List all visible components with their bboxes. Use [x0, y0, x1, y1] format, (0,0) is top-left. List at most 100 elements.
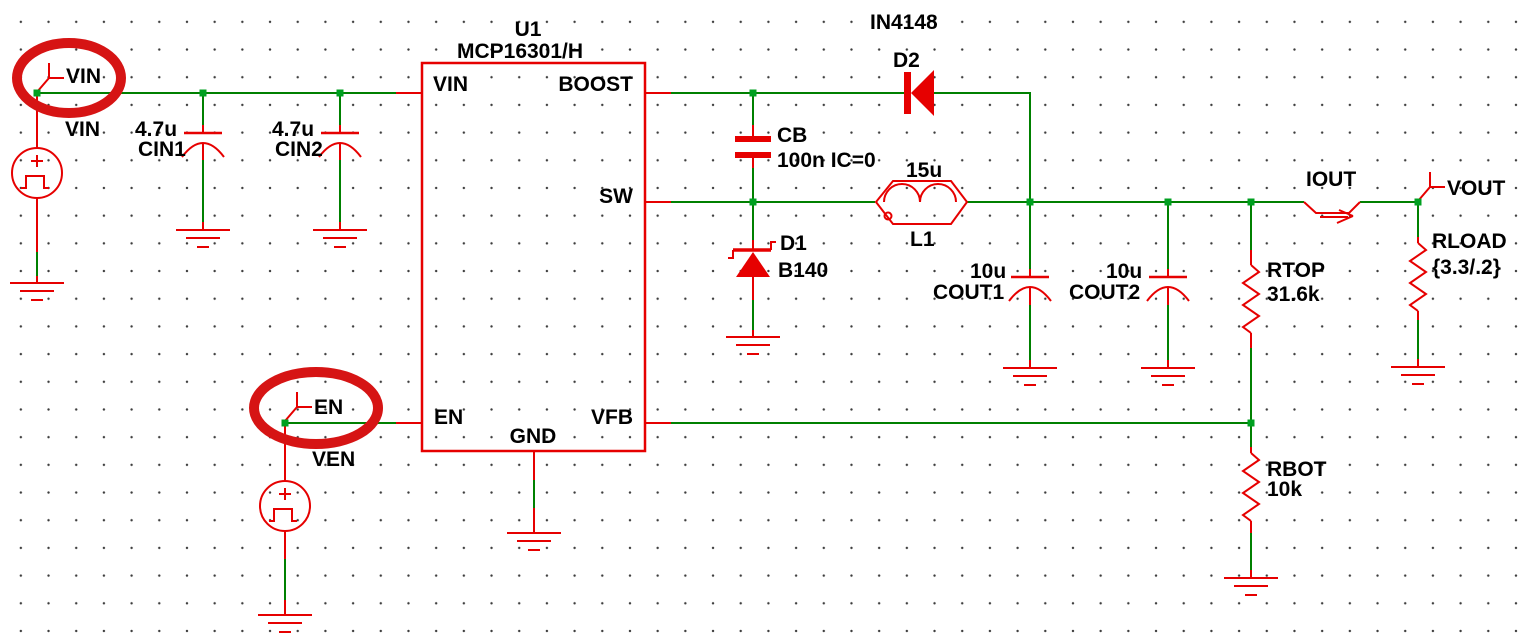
junction	[199, 89, 207, 97]
l1-name[interactable]: L1	[910, 228, 935, 251]
iout-probe[interactable]: IOUT	[1303, 168, 1361, 224]
rtop-name[interactable]: RTOP	[1267, 259, 1325, 282]
vin-source-name[interactable]: VIN	[65, 118, 100, 141]
resistor-rtop[interactable]: RTOP 31.6k	[1242, 259, 1325, 334]
ven-source-symbol[interactable]	[259, 480, 311, 532]
u1-pin-label-vfb: VFB	[591, 406, 633, 429]
d1-triangle[interactable]	[736, 252, 770, 277]
resistor-rload[interactable]: RLOAD {3.3/.2}	[1409, 230, 1507, 312]
en-flag-label[interactable]: EN	[314, 396, 343, 419]
gnd-cout1[interactable]	[1002, 367, 1058, 386]
inductor-l1[interactable]: 15u L1	[874, 159, 969, 251]
ic-u1[interactable]: U1 MCP16301/H VIN BOOST SW EN VFB GND	[420, 18, 647, 453]
cb-value[interactable]: 100n IC=0	[777, 149, 876, 172]
net-flags: VIN EN VOUT	[36, 62, 1506, 422]
d2-triangle[interactable]	[911, 70, 934, 116]
diode-d2[interactable]: IN4148 D2	[870, 11, 938, 116]
u1-refdes[interactable]: U1	[515, 18, 542, 41]
junction	[1026, 198, 1034, 206]
en-flag-symbol[interactable]	[284, 391, 313, 422]
ground-symbols	[9, 229, 1446, 633]
cb-plate-bottom[interactable]	[735, 152, 771, 158]
l1-coils[interactable]	[883, 183, 957, 203]
rbot-symbol[interactable]	[1242, 452, 1260, 522]
rload-symbol[interactable]	[1409, 242, 1427, 312]
u1-body[interactable]	[420, 61, 647, 453]
vin-flag-symbol[interactable]	[36, 62, 65, 93]
d1-part[interactable]: B140	[778, 259, 828, 282]
gnd-cout2[interactable]	[1140, 367, 1196, 386]
annotation-circle-vin	[12, 38, 126, 118]
cout2-value[interactable]: 10u	[1106, 260, 1142, 283]
junction-dots	[33, 89, 1422, 427]
cap-cin1[interactable]: 4.7u CIN1	[135, 118, 226, 161]
wire-boost-to-vout[interactable]	[934, 92, 1031, 202]
vout-flag-symbol[interactable]	[1417, 171, 1446, 202]
junction	[336, 89, 344, 97]
cin2-name[interactable]: CIN2	[275, 138, 323, 161]
u1-part[interactable]: MCP16301/H	[457, 40, 583, 63]
cin1-name[interactable]: CIN1	[138, 138, 186, 161]
rbot-name[interactable]: RBOT	[1267, 458, 1327, 481]
cin2-value[interactable]: 4.7u	[272, 118, 314, 141]
cap-cout1[interactable]: 10u COUT1	[933, 260, 1053, 304]
d2-cathode-bar[interactable]	[904, 72, 911, 114]
annotation-circle-en	[249, 367, 383, 449]
source-ven[interactable]: VEN	[259, 448, 355, 532]
net-wires[interactable]	[36, 92, 1419, 600]
d2-name[interactable]: D2	[893, 49, 920, 72]
iout-probe-dip[interactable]	[1303, 201, 1361, 214]
junction	[1247, 419, 1255, 427]
cb-plate-top[interactable]	[735, 136, 771, 142]
u1-pin-label-gnd: GND	[510, 425, 557, 448]
gnd-cin1[interactable]	[175, 229, 231, 248]
resistor-rbot[interactable]: RBOT 10k	[1242, 452, 1327, 522]
vin-flag-label[interactable]: VIN	[66, 65, 101, 88]
source-vin[interactable]: VIN	[11, 118, 100, 199]
cap-cin2[interactable]: 4.7u CIN2	[272, 118, 363, 161]
cap-cout2[interactable]: 10u COUT2	[1069, 260, 1191, 304]
gnd-vin-source[interactable]	[9, 282, 65, 301]
junction	[1414, 198, 1422, 206]
iout-arrow[interactable]	[1320, 209, 1354, 224]
vin-source-symbol[interactable]	[11, 147, 63, 199]
cout1-name[interactable]: COUT1	[933, 281, 1004, 304]
d1-name[interactable]: D1	[780, 232, 807, 255]
u1-pin-label-boost: BOOST	[558, 73, 633, 96]
u1-pin-label-sw: SW	[599, 185, 633, 208]
d2-part[interactable]: IN4148	[870, 11, 938, 34]
l1-value[interactable]: 15u	[906, 159, 942, 182]
rload-name[interactable]: RLOAD	[1432, 230, 1507, 253]
gnd-rload[interactable]	[1390, 366, 1446, 385]
junction	[749, 198, 757, 206]
cout2-name[interactable]: COUT2	[1069, 281, 1140, 304]
gnd-cin2[interactable]	[312, 229, 368, 248]
ven-source-name[interactable]: VEN	[312, 448, 355, 471]
u1-pin-label-en: EN	[434, 406, 463, 429]
vout-flag-label[interactable]: VOUT	[1447, 177, 1506, 200]
l1-phase-dot[interactable]	[883, 211, 893, 221]
junction	[1164, 198, 1172, 206]
cin1-value[interactable]: 4.7u	[135, 118, 177, 141]
gnd-rbot[interactable]	[1223, 577, 1279, 596]
l1-outline[interactable]	[874, 180, 969, 225]
gnd-ven-source[interactable]	[257, 614, 313, 633]
pin-stubs	[36, 92, 1419, 615]
gnd-u1[interactable]	[506, 532, 562, 551]
gnd-d1[interactable]	[725, 336, 781, 355]
rtop-symbol[interactable]	[1242, 264, 1260, 334]
iout-label[interactable]: IOUT	[1306, 168, 1356, 191]
cap-cb[interactable]: CB 100n IC=0	[735, 124, 876, 172]
rbot-value[interactable]: 10k	[1267, 478, 1302, 501]
junction	[1247, 198, 1255, 206]
junction	[33, 89, 41, 97]
diode-d1[interactable]: D1 B140	[728, 232, 828, 282]
cout1-value[interactable]: 10u	[970, 260, 1006, 283]
rtop-value[interactable]: 31.6k	[1267, 283, 1320, 306]
junction	[749, 89, 757, 97]
d1-schottky-hooks[interactable]	[728, 241, 776, 259]
cb-name[interactable]: CB	[777, 124, 807, 147]
rload-value[interactable]: {3.3/.2}	[1432, 256, 1501, 279]
